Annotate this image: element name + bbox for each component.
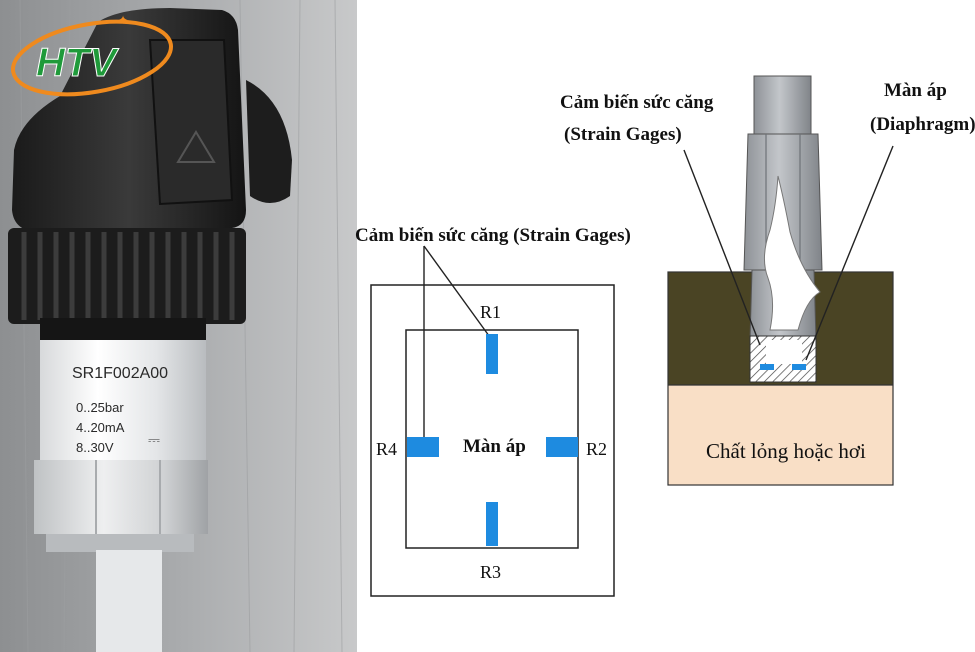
gauge-r2 bbox=[546, 437, 578, 457]
output-signal: 4..20mA bbox=[76, 420, 125, 435]
sensor-photo: SR1F002A00 0..25bar 4..20mA 8..30V ⎓ HTV… bbox=[0, 0, 357, 652]
leader-line-diaphragm bbox=[805, 145, 894, 361]
cross-section-diagram: Cảm biến sức căng (Strain Gages) Màn áp … bbox=[560, 75, 975, 486]
diaphragm-label-2: (Diaphragm) bbox=[870, 114, 975, 135]
diaphragm-label-1: Màn áp bbox=[884, 80, 947, 101]
label-r4: R4 bbox=[376, 439, 397, 459]
pressure-cavity bbox=[764, 175, 821, 331]
htv-logo: HTV ✦ bbox=[10, 13, 174, 97]
gauge-r3 bbox=[486, 502, 498, 546]
sensor-body: SR1F002A00 0..25bar 4..20mA 8..30V ⎓ bbox=[40, 318, 206, 464]
label-r3: R3 bbox=[480, 562, 501, 582]
label-r1: R1 bbox=[480, 302, 501, 322]
pressure-port bbox=[96, 550, 162, 652]
gauge-title: Cảm biến sức căng (Strain Gages) bbox=[355, 225, 631, 246]
knurled-nut bbox=[8, 228, 246, 324]
center-label: Màn áp bbox=[463, 436, 526, 457]
connector-head bbox=[12, 8, 292, 232]
section-gauge-left bbox=[760, 364, 774, 370]
fluid-label: Chất lỏng hoặc hơi bbox=[706, 439, 866, 463]
logo-text: HTV bbox=[36, 41, 119, 85]
fluid-region bbox=[668, 385, 893, 485]
section-gauge-right bbox=[792, 364, 806, 370]
leader-line-strain bbox=[683, 149, 761, 346]
gauge-layout-diagram: Cảm biến sức căng (Strain Gages) R1 R2 R… bbox=[355, 225, 631, 597]
cable-gland bbox=[246, 80, 292, 203]
leader-line-r1 bbox=[423, 245, 493, 341]
hex-fitting bbox=[34, 460, 208, 552]
gauge-r4 bbox=[407, 437, 439, 457]
pressure-range: 0..25bar bbox=[76, 400, 124, 415]
strain-label-2: (Strain Gages) bbox=[564, 124, 682, 145]
dc-symbol: ⎓ bbox=[148, 432, 160, 449]
gauge-r1 bbox=[486, 334, 498, 374]
label-r2: R2 bbox=[586, 439, 607, 459]
model-number: SR1F002A00 bbox=[72, 365, 168, 382]
sensor-stem bbox=[743, 75, 823, 383]
strain-label-1: Cảm biến sức căng bbox=[560, 92, 714, 113]
warning-triangle-icon bbox=[176, 130, 216, 163]
logo-star-icon: ✦ bbox=[118, 13, 128, 27]
supply-voltage: 8..30V bbox=[76, 440, 114, 455]
